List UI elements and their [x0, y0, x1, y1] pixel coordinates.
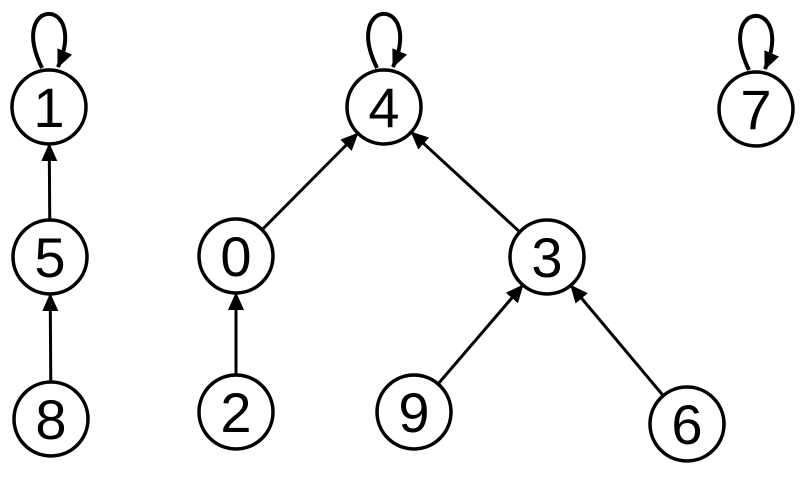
- node-7: 7: [717, 70, 795, 148]
- edge-0-4: [261, 132, 359, 231]
- node-label-5: 5: [34, 226, 65, 289]
- node-5: 5: [11, 218, 89, 296]
- node-0: 0: [197, 217, 275, 295]
- node-label-8: 8: [35, 388, 66, 451]
- self-loop-4: [366, 11, 408, 69]
- node-circle-8: [12, 380, 90, 458]
- edge-5-1: [41, 142, 58, 221]
- node-6: 6: [648, 385, 726, 463]
- self-loop-1: [31, 11, 73, 69]
- edge-8-5: [42, 292, 59, 383]
- nodes-layer: 1 5 8 0 2 4 3 9 6 7: [10, 68, 795, 463]
- node-label-2: 2: [220, 381, 251, 444]
- edge-6-3: [569, 284, 665, 397]
- node-circle-0: [197, 217, 275, 295]
- node-circle-1: [10, 68, 88, 146]
- node-2: 2: [197, 373, 275, 451]
- node-label-0: 0: [220, 225, 251, 288]
- node-label-7: 7: [740, 78, 771, 141]
- node-1: 1: [10, 68, 88, 146]
- node-3: 3: [508, 218, 586, 296]
- node-circle-6: [648, 385, 726, 463]
- edge-3-4: [410, 130, 521, 234]
- node-circle-4: [345, 68, 423, 146]
- edges-layer: [31, 11, 780, 397]
- node-label-4: 4: [368, 76, 399, 139]
- node-circle-9: [375, 373, 453, 451]
- node-label-1: 1: [33, 76, 64, 139]
- node-circle-3: [508, 218, 586, 296]
- node-label-3: 3: [531, 226, 562, 289]
- node-circle-5: [11, 218, 89, 296]
- node-circle-2: [197, 373, 275, 451]
- self-loop-7: [738, 13, 780, 71]
- node-9: 9: [375, 373, 453, 451]
- edge-9-3: [436, 284, 525, 385]
- node-circle-7: [717, 70, 795, 148]
- node-label-6: 6: [671, 393, 702, 456]
- node-8: 8: [12, 380, 90, 458]
- node-label-9: 9: [398, 381, 429, 444]
- node-4: 4: [345, 68, 423, 146]
